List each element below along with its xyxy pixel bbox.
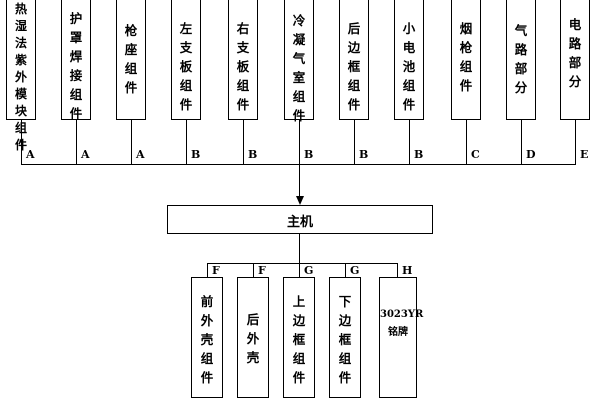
top-module-label: 烟 枪 组 件: [459, 21, 473, 93]
top-module-label: 小 电 池 组 件: [402, 21, 416, 112]
bottom-module-box: 上 边 框 组 件: [283, 277, 315, 398]
top-module-box: 后 边 框 组 件: [339, 0, 369, 120]
bottom-module-tag: F: [212, 264, 220, 277]
connector-line: [354, 120, 355, 165]
bottom-module-label: 上 边 框 组 件: [292, 294, 306, 385]
connector-line: [21, 120, 22, 165]
top-module-box: 小 电 池 组 件: [394, 0, 424, 120]
top-module-tag: B: [304, 148, 314, 161]
top-module-label: 后 边 框 组 件: [347, 21, 361, 112]
bottom-module-tag: G: [350, 264, 360, 277]
top-module-tag: B: [191, 148, 201, 161]
bottom-module-label: 下 边 框 组 件: [338, 294, 352, 385]
bottom-module-box: 后 外 壳: [237, 277, 269, 398]
connector-line: [409, 120, 410, 165]
top-module-label: 冷 凝 气 室 组 件: [292, 13, 306, 123]
connector-line: [299, 120, 300, 165]
top-module-tag: E: [580, 148, 589, 161]
bottom-module-box: 前 外 壳 组 件: [191, 277, 223, 398]
top-module-label: 枪 座 组 件: [124, 23, 138, 95]
top-module-box: 烟 枪 组 件: [451, 0, 481, 120]
bottom-module-label: 前 外 壳 组 件: [200, 294, 214, 385]
top-module-box: 电 路 部 分: [560, 0, 590, 120]
top-module-tag: D: [526, 148, 536, 161]
top-module-tag: B: [248, 148, 258, 161]
top-module-label: 护 罩 焊 接 组 件: [69, 11, 83, 121]
bottom-module-box: 下 边 框 组 件: [329, 277, 361, 398]
connector-line: [575, 120, 576, 165]
top-module-box: 左 支 板 组 件: [171, 0, 201, 120]
bottom-bus-line: [207, 263, 398, 264]
top-module-tag: C: [471, 148, 480, 161]
bottom-module-label: 后 外 壳: [246, 312, 260, 365]
top-module-tag: A: [81, 148, 90, 161]
connector-line: [299, 234, 300, 264]
top-module-label: 气 路 部 分: [514, 23, 528, 95]
connector-line: [299, 263, 300, 277]
top-module-label: 右 支 板 组 件: [236, 21, 250, 112]
top-module-box: 气 路 部 分: [506, 0, 536, 120]
main-unit-box: 主机: [167, 205, 433, 234]
top-module-label: 热 湿 法 紫 外 模 块 组 件: [14, 2, 27, 152]
connector-line: [186, 120, 187, 165]
top-module-box: 右 支 板 组 件: [228, 0, 258, 120]
top-module-label: 电 路 部 分: [568, 17, 582, 89]
bottom-module-tag: G: [304, 264, 314, 277]
connector-line: [397, 263, 398, 277]
top-bus-line: [21, 164, 576, 165]
connector-line: [345, 263, 346, 277]
bottom-module-tag: H: [402, 264, 413, 277]
connector-line: [243, 120, 244, 165]
top-module-tag: B: [359, 148, 369, 161]
main-unit-label: 主机: [286, 215, 313, 230]
connector-line: [253, 263, 254, 277]
top-module-tag: B: [414, 148, 424, 161]
top-module-tag: A: [26, 148, 35, 161]
top-module-box: 热 湿 法 紫 外 模 块 组 件: [6, 0, 36, 152]
connector-line: [76, 120, 77, 165]
connector-line: [131, 120, 132, 165]
bottom-module-label: 3023YR 铭牌: [380, 309, 424, 338]
bottom-module-box: 3023YR 铭牌: [379, 277, 424, 398]
top-module-box: 枪 座 组 件: [116, 0, 146, 120]
bottom-module-tag: F: [258, 264, 266, 277]
arrow-shaft: [299, 164, 300, 196]
connector-line: [207, 263, 208, 277]
top-module-tag: A: [136, 148, 145, 161]
arrowhead-icon: [296, 196, 304, 205]
connector-line: [466, 120, 467, 165]
top-module-label: 左 支 板 组 件: [179, 21, 193, 112]
top-module-box: 冷 凝 气 室 组 件: [284, 0, 314, 123]
top-module-box: 护 罩 焊 接 组 件: [61, 0, 91, 121]
connector-line: [521, 120, 522, 165]
